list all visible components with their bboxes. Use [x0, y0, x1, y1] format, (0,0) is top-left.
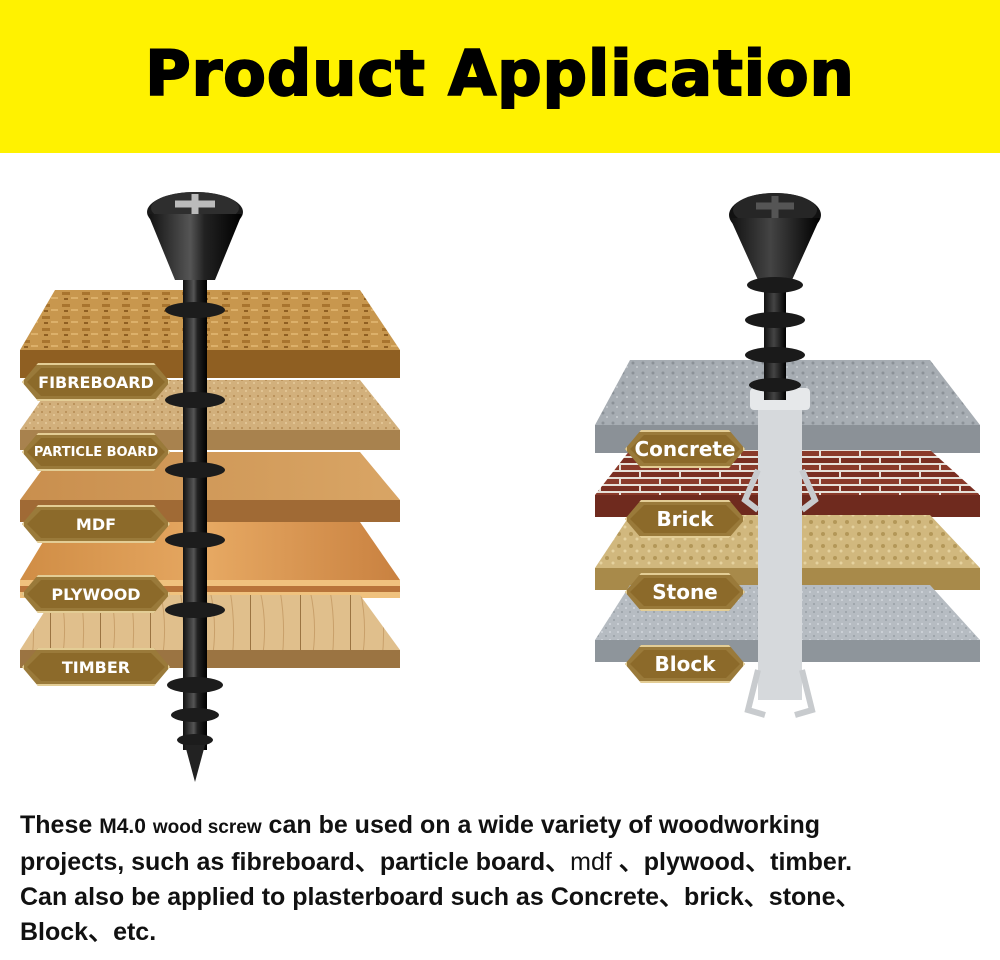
label-timber: TIMBER	[22, 648, 170, 686]
wall-anchor-icon	[741, 388, 819, 718]
description-line-3: Can also be applied to plasterboard such…	[20, 883, 861, 911]
label-stone: Stone	[625, 573, 745, 611]
description-line-1: These M4.0 wood screw can be used on a w…	[20, 811, 821, 839]
screw-icon	[729, 193, 821, 400]
label-plywood: PLYWOOD	[22, 575, 170, 613]
description-line-4: Block、etc.	[20, 918, 157, 946]
label-brick: Brick	[625, 500, 745, 538]
label-fibreboard: FIBREBOARD	[22, 363, 170, 401]
label-mdf: MDF	[22, 505, 170, 543]
wood-materials-illustration: FIBREBOARD PARTICLE BOARD MDF PLYWOOD TI…	[0, 170, 420, 790]
label-concrete: Concrete	[625, 430, 745, 468]
header-banner: Product Application	[0, 0, 1000, 153]
description-line-2: projects, such as fibreboard、particle bo…	[20, 848, 853, 876]
screw-icon	[147, 192, 243, 782]
masonry-materials-illustration: Concrete Brick Stone Block	[580, 170, 1000, 790]
page-title: Product Application	[144, 36, 855, 111]
product-description: These M4.0 wood screw can be used on a w…	[20, 808, 990, 950]
label-block: Block	[625, 645, 745, 683]
label-particle-board: PARTICLE BOARD	[22, 433, 170, 471]
